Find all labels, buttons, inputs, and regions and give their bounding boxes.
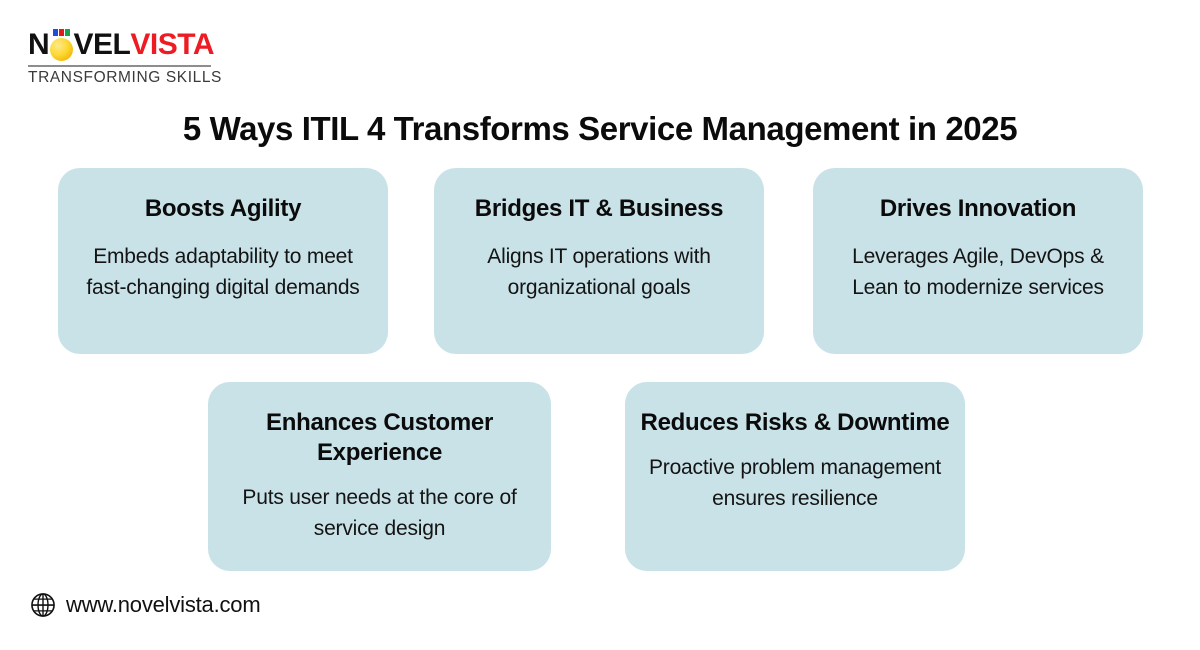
card-title: Drives Innovation — [879, 195, 1077, 222]
logo-tagline: TRANSFORMING SKILLS — [28, 69, 222, 86]
card-title: Reduces Risks & Downtime — [640, 409, 950, 436]
card-body: Puts user needs at the core of service d… — [242, 486, 517, 540]
card-title: Bridges IT & Business — [474, 195, 724, 222]
benefit-card-drives-innovation: Drives Innovation Leverages Agile, DevOp… — [813, 168, 1143, 354]
card-title: Enhances Customer Experience — [266, 409, 493, 466]
card-title: Boosts Agility — [144, 195, 302, 222]
footer-url-text: www.novelvista.com — [66, 592, 261, 617]
footer-website[interactable]: www.novelvista.com — [30, 592, 261, 618]
logo-divider — [28, 65, 211, 67]
logo-wordmark: N VEL VISTA — [28, 28, 214, 62]
benefit-card-bridges-it-business: Bridges IT & Business Aligns IT operatio… — [434, 168, 764, 354]
card-body: Leverages Agile, DevOps & Lean to modern… — [852, 245, 1104, 299]
card-body: Proactive problem management ensures res… — [648, 456, 942, 510]
benefit-card-boosts-agility: Boosts Agility Embeds adaptability to me… — [58, 168, 388, 354]
logo-text-vista: VISTA — [130, 28, 214, 61]
card-body: Embeds adaptability to meet fast-changin… — [86, 245, 360, 299]
globe-icon — [31, 593, 55, 617]
card-body: Aligns IT operations with organizational… — [487, 245, 711, 299]
page-title: 5 Ways ITIL 4 Transforms Service Managem… — [182, 110, 1018, 148]
logo-text-vel: VEL — [73, 28, 131, 61]
logo-text-n: N — [28, 28, 50, 61]
gold-ball-icon — [49, 28, 74, 62]
benefit-card-enhances-customer-experience: Enhances Customer Experience Puts user n… — [208, 382, 551, 571]
brand-logo[interactable]: N VEL VISTA TRANSFORMING SKILLS — [28, 28, 222, 87]
benefit-card-reduces-risks-downtime: Reduces Risks & Downtime Proactive probl… — [625, 382, 965, 571]
logo-pixel-squares — [53, 29, 71, 36]
